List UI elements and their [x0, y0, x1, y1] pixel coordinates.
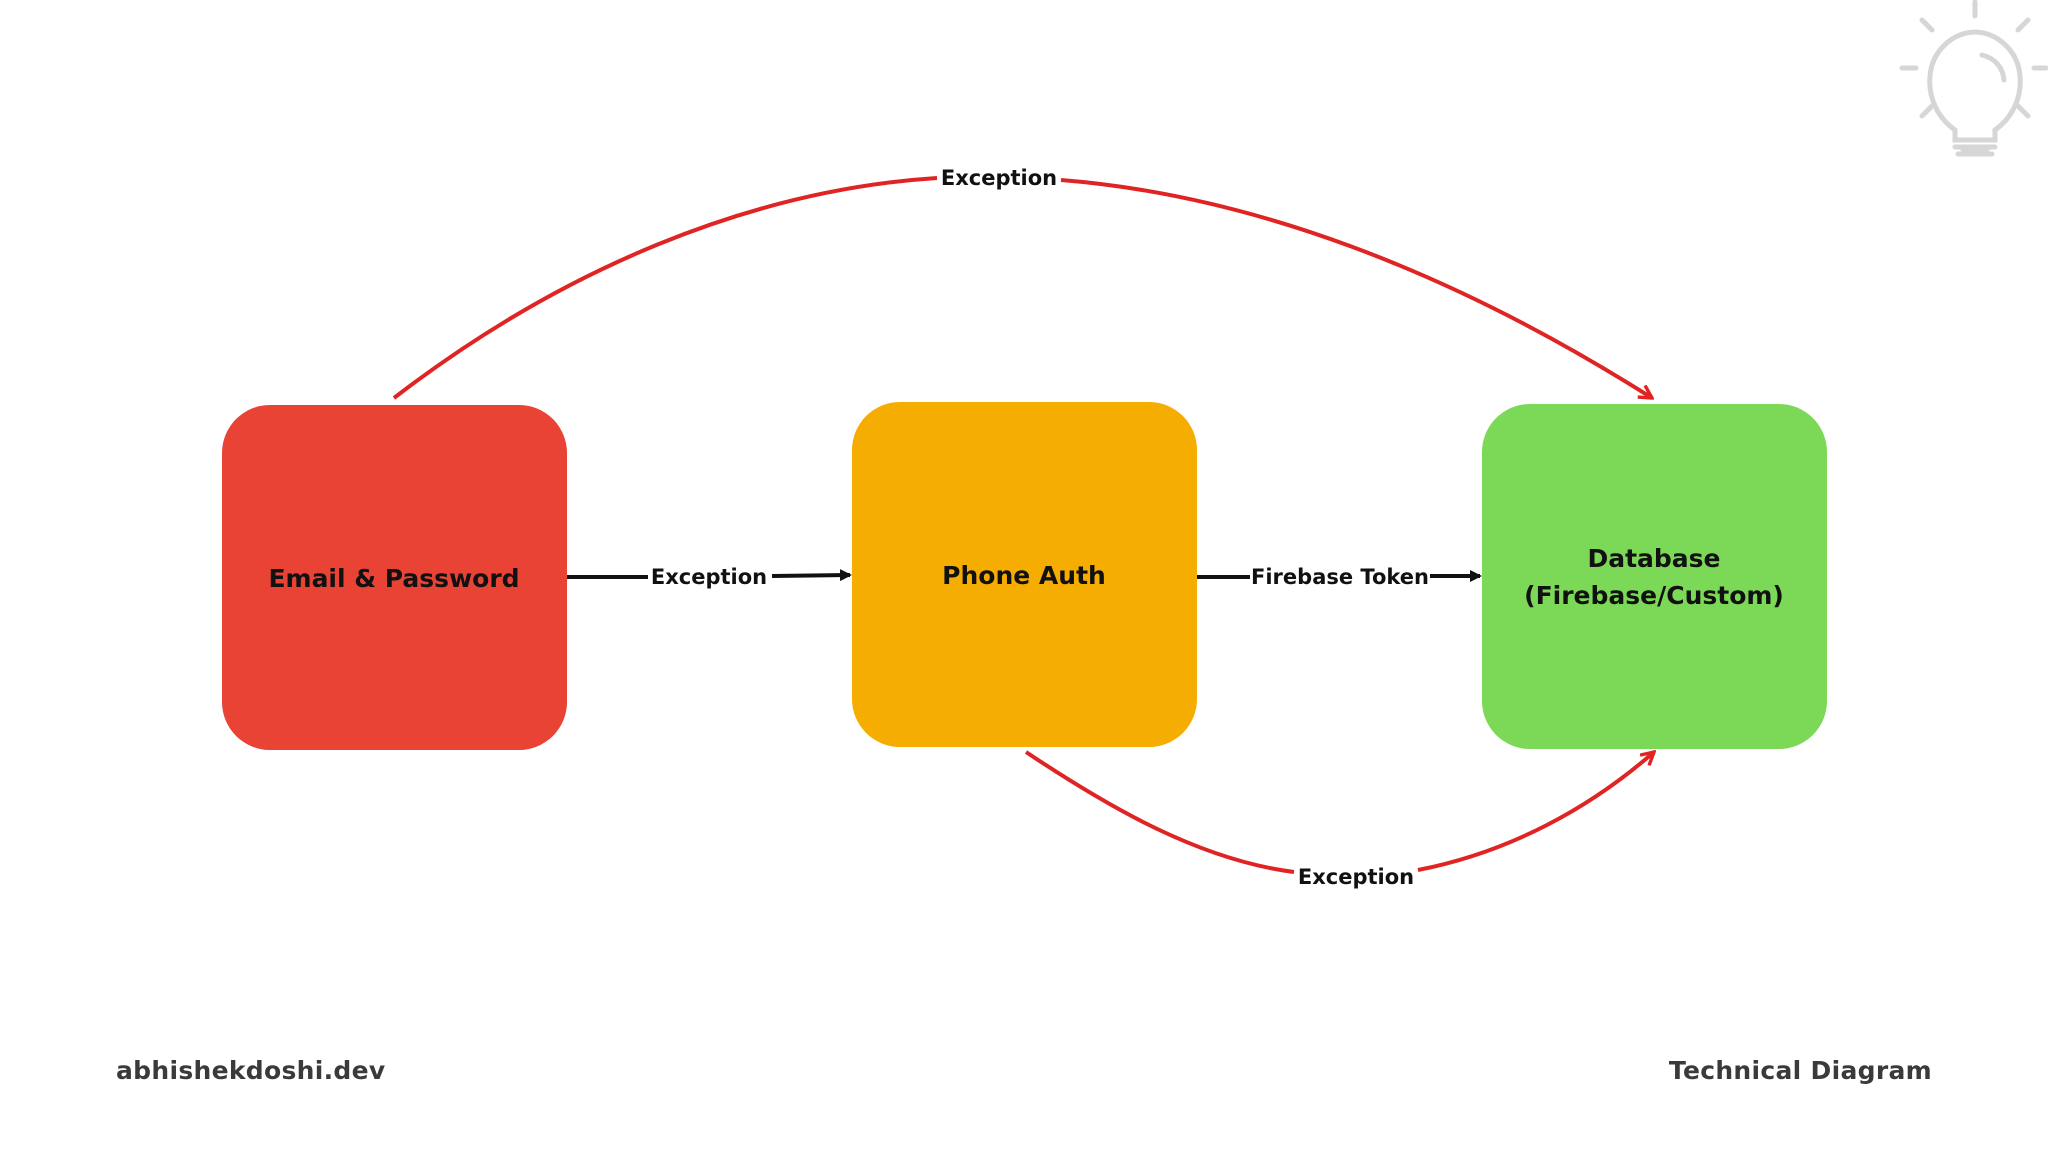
- phone-auth-label: Phone Auth: [942, 561, 1106, 590]
- edge-phone-to-database-exception: Exception: [1024, 750, 1654, 889]
- footer-caption: Technical Diagram: [1668, 1056, 1932, 1085]
- node-phone-auth: Phone Auth: [852, 402, 1197, 747]
- edge-email-to-phone: Exception: [567, 565, 852, 589]
- email-password-label: Email & Password: [268, 564, 519, 593]
- edge-email-to-database: Exception: [392, 166, 1652, 400]
- database-box: [1482, 404, 1827, 749]
- database-label-line2: (Firebase/Custom): [1524, 581, 1784, 610]
- edge-email-to-database-arc-b: [1060, 178, 1652, 398]
- node-email-password: Email & Password: [222, 405, 567, 750]
- phone-auth-box: [852, 402, 1197, 747]
- database-label-line1: Database: [1587, 544, 1720, 573]
- edge-phone-to-database-exception-arc-a: [1024, 750, 1295, 874]
- footer-site-name: abhishekdoshi.dev: [116, 1056, 386, 1085]
- edge-email-to-database-arc-a: [392, 176, 938, 400]
- edge-phone-to-database-exception-label: Exception: [1298, 865, 1414, 889]
- email-password-box: [222, 405, 567, 750]
- edge-phone-to-database-exception-arc-b: [1417, 752, 1654, 872]
- edge-email-to-phone-line-b: [771, 569, 852, 582]
- edge-email-to-phone-label: Exception: [651, 565, 767, 589]
- edge-email-to-database-label: Exception: [941, 166, 1057, 190]
- node-database: Database (Firebase/Custom): [1482, 404, 1827, 749]
- edge-phone-to-database: Firebase Token: [1197, 565, 1482, 589]
- edge-phone-to-database-label: Firebase Token: [1251, 565, 1429, 589]
- lightbulb-icon: [1899, 0, 2048, 157]
